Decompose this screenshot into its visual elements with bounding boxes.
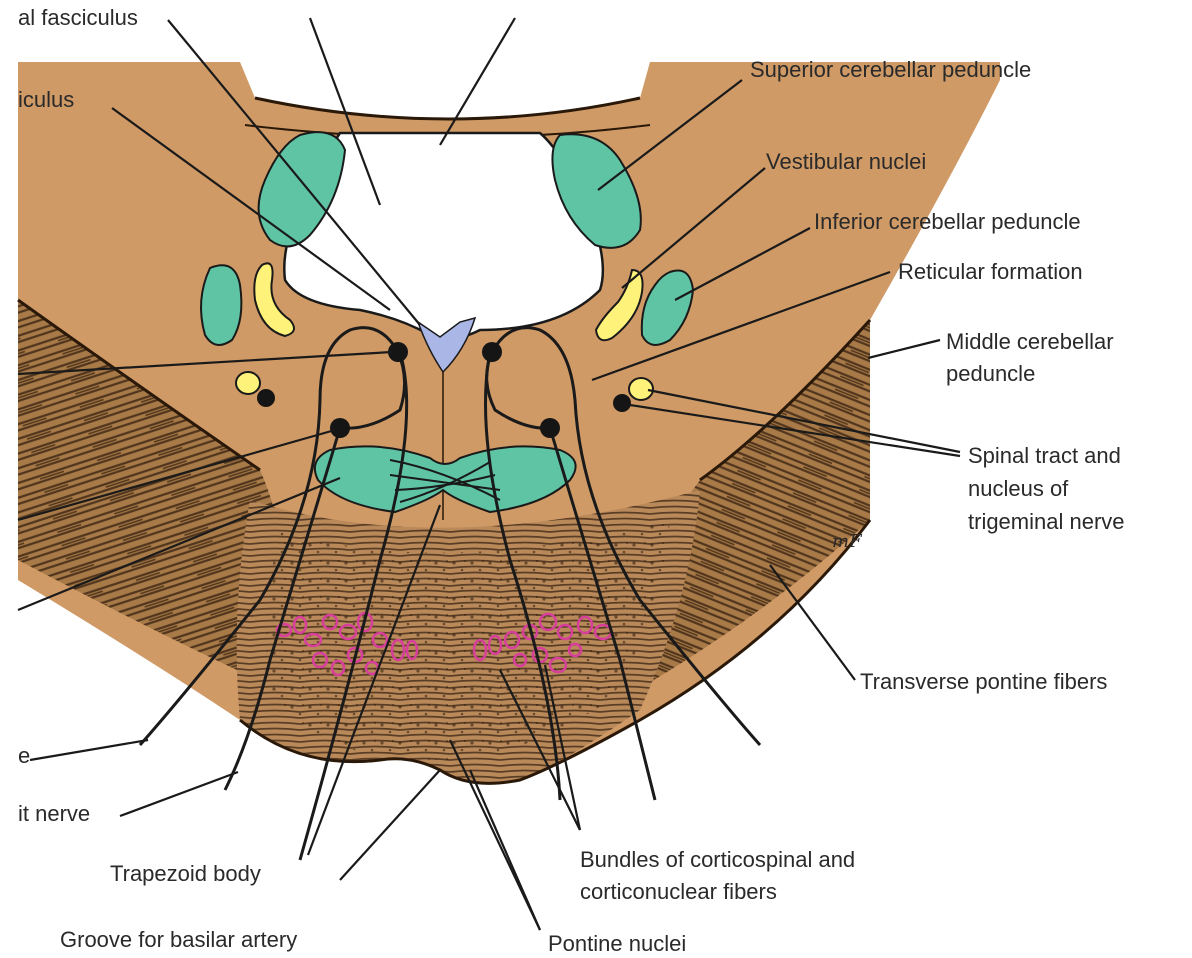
label-reticular-formation: Reticular formation [898,258,1083,286]
label-middle-cerebellar-peduncle: Middle cerebellar peduncle [946,328,1114,388]
label-groove-basilar-artery: Groove for basilar artery [60,926,297,954]
label-superior-cerebellar-peduncle: Superior cerebellar peduncle [750,56,1031,84]
label-spinal-tract-line3: trigeminal nerve [968,508,1125,536]
label-spinal-tract-line2: nucleus of [968,475,1125,503]
inferior-cerebellar-peduncle-left [201,265,241,345]
label-spinal-tract-trigeminal: Spinal tract and nucleus of trigeminal n… [968,442,1125,536]
label-vestibular-nuclei: Vestibular nuclei [766,148,926,176]
label-middle-cerebellar-peduncle-line1: Middle cerebellar [946,328,1114,356]
spinal-trigeminal-nucleus-left [236,372,260,394]
label-bundles-corticospinal: Bundles of corticospinal and corticonucl… [580,846,855,906]
label-fasciculus-partial: iculus [18,86,74,114]
label-spinal-tract-line1: Spinal tract and [968,442,1125,470]
label-pontine-nuclei: Pontine nuclei [548,930,686,958]
label-bundles-line1: Bundles of corticospinal and [580,846,855,874]
label-abducent-nerve-partial: it nerve [18,800,90,828]
spinal-trigeminal-nucleus-right [629,378,653,400]
label-medial-longitudinal-fasciculus: al fasciculus [18,4,138,32]
label-left-nerve-partial: e [18,742,30,770]
artist-signature: mF [832,528,862,556]
label-transverse-pontine-fibers: Transverse pontine fibers [860,668,1107,696]
label-middle-cerebellar-peduncle-line2: peduncle [946,360,1114,388]
label-bundles-line2: corticonuclear fibers [580,878,855,906]
label-inferior-cerebellar-peduncle: Inferior cerebellar peduncle [814,208,1081,236]
label-trapezoid-body: Trapezoid body [110,860,261,888]
